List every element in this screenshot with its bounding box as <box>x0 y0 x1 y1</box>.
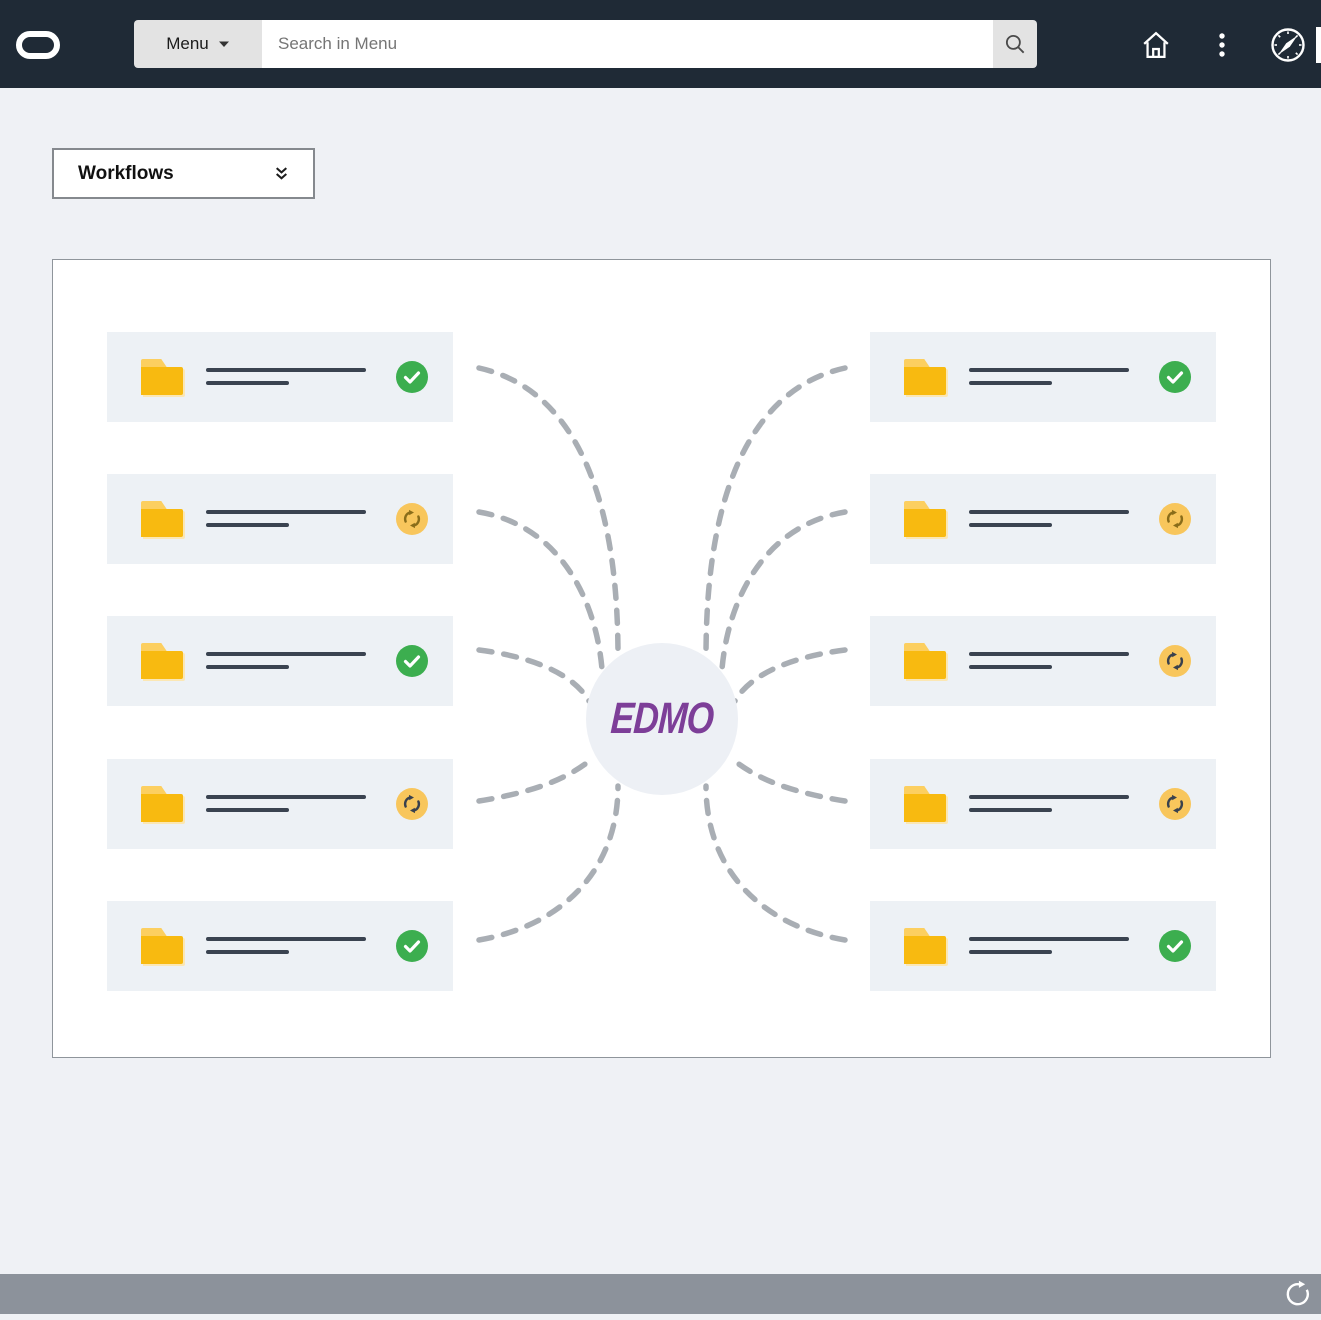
folder-icon <box>141 501 183 537</box>
folder-icon <box>904 501 946 537</box>
card-status-badge <box>1159 930 1191 962</box>
folder-icon <box>904 786 946 822</box>
workflow-card-left-1[interactable] <box>107 332 453 422</box>
workflow-diagram-panel: EDMO <box>52 259 1271 1058</box>
card-subtitle-placeholder <box>206 665 289 669</box>
search-input[interactable] <box>262 20 993 68</box>
more-actions-button[interactable] <box>1206 27 1238 63</box>
status-complete-icon <box>1159 930 1191 962</box>
status-syncing-icon <box>396 503 428 535</box>
folder-icon <box>904 643 946 679</box>
card-status-badge <box>1159 788 1191 820</box>
status-syncing-icon <box>1159 788 1191 820</box>
folder-icon <box>904 928 946 964</box>
folder-icon <box>141 786 183 822</box>
card-subtitle-placeholder <box>206 381 289 385</box>
card-status-badge <box>396 788 428 820</box>
card-title-placeholder <box>969 368 1129 372</box>
status-complete-icon <box>1159 361 1191 393</box>
search-button[interactable] <box>993 20 1037 68</box>
global-search-bar: Menu <box>134 20 1037 68</box>
card-status-badge <box>1159 503 1191 535</box>
home-icon <box>1143 31 1169 58</box>
workflow-card-left-4[interactable] <box>107 759 453 849</box>
workflow-card-right-2[interactable] <box>870 474 1216 564</box>
folder-icon <box>904 359 946 395</box>
oracle-logo <box>16 31 60 59</box>
workflows-dropdown[interactable]: Workflows <box>52 148 315 199</box>
double-chevron-down-icon <box>276 167 287 180</box>
card-title-placeholder <box>969 937 1129 941</box>
card-status-badge <box>1159 645 1191 677</box>
compass-icon <box>1271 28 1305 62</box>
card-status-badge <box>396 361 428 393</box>
card-title-placeholder <box>206 795 366 799</box>
card-status-badge <box>396 503 428 535</box>
card-status-badge <box>396 645 428 677</box>
folder-icon <box>141 928 183 964</box>
status-complete-icon <box>396 361 428 393</box>
folder-icon <box>141 359 183 395</box>
card-title-placeholder <box>206 652 366 656</box>
refresh-button[interactable] <box>1281 1278 1313 1310</box>
status-syncing-icon <box>1159 503 1191 535</box>
kebab-menu-icon <box>1219 33 1225 57</box>
card-title-placeholder <box>969 510 1129 514</box>
folder-icon <box>141 643 183 679</box>
workflow-card-right-4[interactable] <box>870 759 1216 849</box>
navigator-button[interactable] <box>1268 25 1308 65</box>
card-title-placeholder <box>969 652 1129 656</box>
workflows-label: Workflows <box>78 162 174 184</box>
card-subtitle-placeholder <box>206 808 289 812</box>
card-subtitle-placeholder <box>206 523 289 527</box>
workflow-card-right-5[interactable] <box>870 901 1216 991</box>
card-status-badge <box>1159 361 1191 393</box>
search-icon <box>1005 34 1025 54</box>
card-subtitle-placeholder <box>969 950 1052 954</box>
card-title-placeholder <box>206 368 366 372</box>
status-complete-icon <box>396 645 428 677</box>
header-edge-panel <box>1316 27 1321 63</box>
edmo-hub-node[interactable]: EDMO <box>586 643 738 795</box>
card-title-placeholder <box>206 510 366 514</box>
connector-lines <box>476 365 848 943</box>
workflow-card-left-2[interactable] <box>107 474 453 564</box>
edmo-hub-label: EDMO <box>609 694 715 743</box>
chevron-down-icon <box>218 41 229 47</box>
top-nav-bar: Menu <box>0 0 1321 88</box>
card-subtitle-placeholder <box>969 381 1052 385</box>
card-subtitle-placeholder <box>969 665 1052 669</box>
menu-dropdown-button[interactable]: Menu <box>134 20 262 68</box>
workflow-card-right-3[interactable] <box>870 616 1216 706</box>
card-subtitle-placeholder <box>969 523 1052 527</box>
status-complete-icon <box>396 930 428 962</box>
home-button[interactable] <box>1138 27 1174 63</box>
status-bar <box>0 1274 1321 1314</box>
status-syncing-icon <box>1159 645 1191 677</box>
card-subtitle-placeholder <box>206 950 289 954</box>
status-syncing-icon <box>396 788 428 820</box>
workflow-card-right-1[interactable] <box>870 332 1216 422</box>
refresh-icon <box>1286 1280 1309 1306</box>
card-title-placeholder <box>206 937 366 941</box>
card-status-badge <box>396 930 428 962</box>
card-title-placeholder <box>969 795 1129 799</box>
card-subtitle-placeholder <box>969 808 1052 812</box>
workflow-card-left-5[interactable] <box>107 901 453 991</box>
workflow-card-left-3[interactable] <box>107 616 453 706</box>
menu-button-label: Menu <box>166 34 209 53</box>
